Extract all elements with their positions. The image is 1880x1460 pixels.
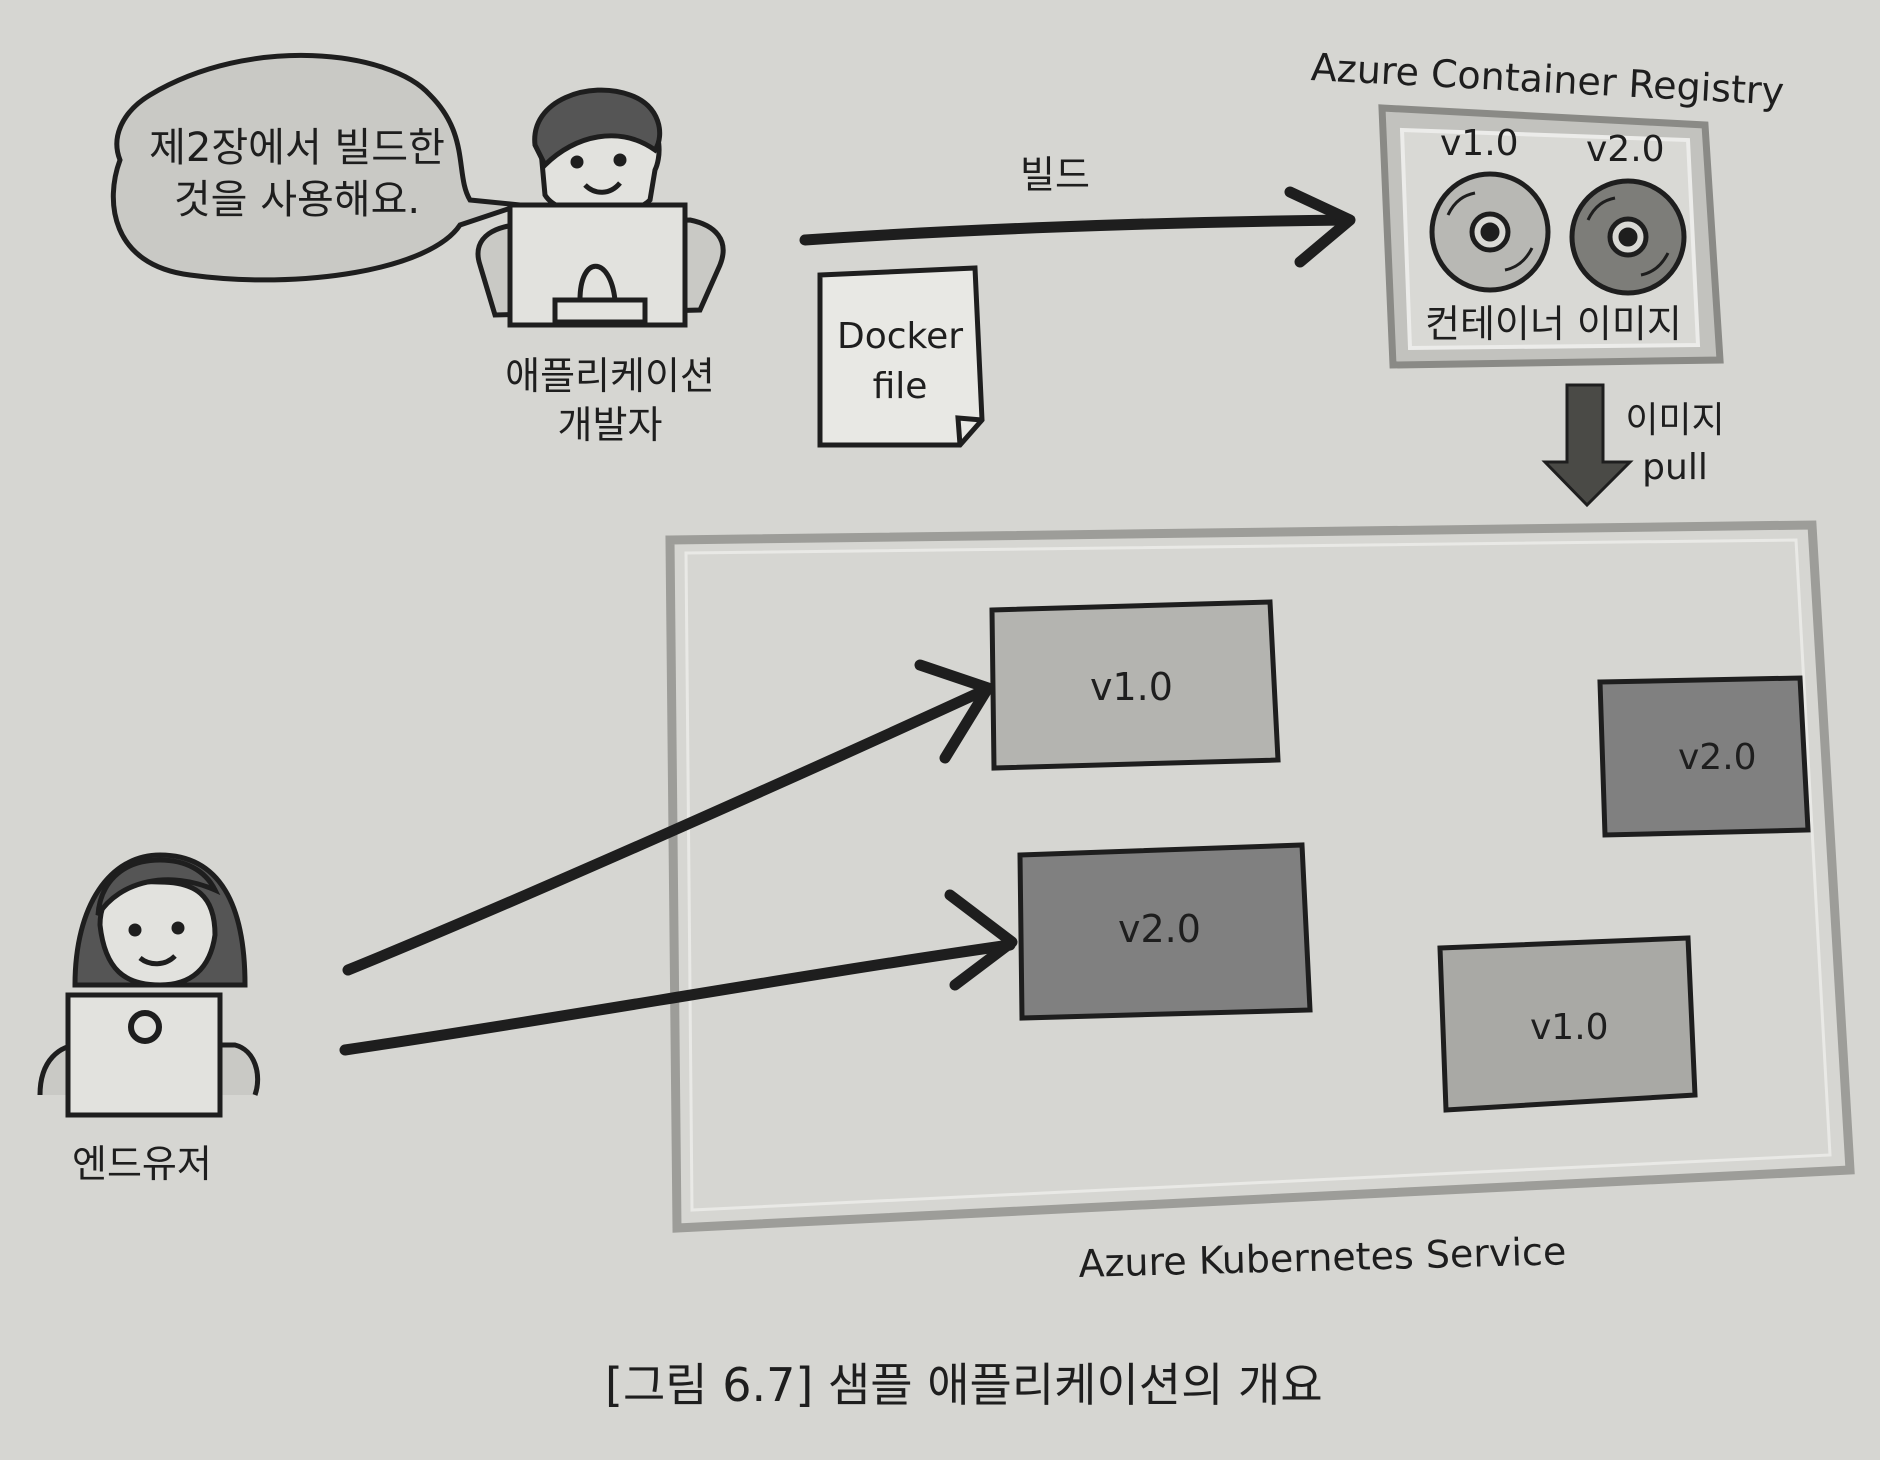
developer-speech-line: 것을 사용해요. [173, 177, 421, 223]
pod-v1-top [989, 599, 1281, 771]
speech-bubble [110, 52, 521, 283]
developer-speech: 제2장에서 빌드한 것을 사용해요. [132, 122, 462, 226]
developer-role-line: 애플리케이션 [505, 354, 715, 398]
dockerfile-document [817, 265, 985, 448]
pod-v2-right [1597, 675, 1811, 838]
developer-role-line: 개발자 [557, 403, 663, 448]
pull-label-line: 이미지 [1625, 400, 1725, 441]
developer-figure [475, 87, 726, 328]
figure-caption: [그림 6.7] 샘플 애플리케이션의 개요 [605, 1358, 1323, 1412]
registry-image-version: v1.0 [1440, 123, 1519, 164]
user-request-arrow-v2 [339, 889, 1018, 1056]
disc-icon [1569, 178, 1687, 296]
pull-label: 이미지 pull [1615, 398, 1735, 492]
registry-image-version: v2.0 [1586, 129, 1665, 170]
pod-label: v2.0 [1678, 737, 1757, 778]
end-user-label: 엔드유저 [72, 1142, 212, 1186]
developer-speech-line: 제2장에서 빌드한 [149, 125, 445, 171]
dockerfile-label-line: file [872, 366, 928, 408]
registry-image-caption: 컨테이너 이미지 [1425, 302, 1682, 346]
pod-label: v1.0 [1090, 665, 1173, 709]
user-request-arrow-v1 [342, 659, 994, 976]
end-user-figure [37, 852, 261, 1118]
developer-role: 애플리케이션 개발자 [485, 352, 735, 451]
pod-label: v2.0 [1118, 907, 1201, 951]
build-arrow [799, 186, 1356, 268]
pod-v2-mid [1017, 842, 1313, 1021]
disc-icon [1429, 171, 1551, 293]
dockerfile-label: Docker file [820, 312, 980, 413]
pull-arrow [1541, 383, 1634, 508]
pull-label-line: pull [1642, 446, 1708, 488]
pod-v1-bottom [1437, 935, 1698, 1113]
build-label: 빌드 [1020, 153, 1090, 197]
dockerfile-label-line: Docker [836, 316, 964, 357]
pod-label: v1.0 [1530, 1007, 1609, 1048]
